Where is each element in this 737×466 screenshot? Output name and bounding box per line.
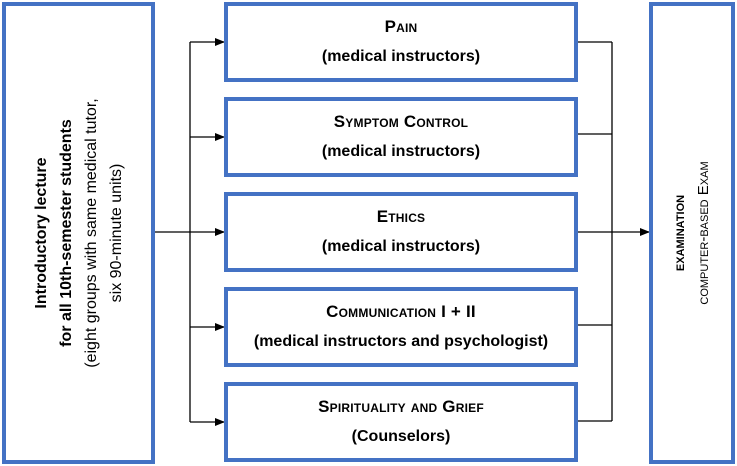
module-communication-title: Communication I + II [326, 302, 476, 321]
intro-groups-note: (eight groups with same medical tutor, [82, 98, 100, 368]
module-symptom-control-title: Symptom Control [333, 112, 469, 131]
module-pain-box: Pain (medical instructors) [224, 2, 578, 82]
module-symptom-control-subtitle: (medical instructors) [321, 143, 481, 160]
module-ethics-title: Ethics [376, 207, 426, 226]
module-pain-subtitle: (medical instructors) [321, 48, 481, 65]
module-symptom-control-box: Symptom Control (medical instructors) [224, 97, 578, 177]
intro-audience: for all 10th-semester students [57, 119, 75, 347]
module-spirituality-subtitle: (Counselors) [351, 428, 451, 445]
intro-units-note: six 90-minute units) [107, 163, 125, 303]
module-communication-subtitle: (medical instructors and psychologist) [253, 333, 549, 350]
module-spirituality-box: Spirituality and Grief (Counselors) [224, 382, 578, 462]
module-pain-title: Pain [384, 17, 418, 36]
examination-text: examination computer-based Exam [668, 161, 716, 304]
intro-lecture-box: Introductory lecture for all 10th-semest… [2, 2, 155, 464]
module-ethics-subtitle: (medical instructors) [321, 238, 481, 255]
intro-title: Introductory lecture [32, 157, 50, 309]
examination-title: examination [671, 194, 688, 272]
module-ethics-box: Ethics (medical instructors) [224, 192, 578, 272]
module-spirituality-title: Spirituality and Grief [318, 397, 484, 416]
intro-lecture-text: Introductory lecture for all 10th-semest… [29, 98, 129, 367]
examination-box: examination computer-based Exam [649, 2, 735, 464]
module-communication-box: Communication I + II (medical instructor… [224, 287, 578, 367]
examination-subtitle: computer-based Exam [695, 161, 712, 305]
